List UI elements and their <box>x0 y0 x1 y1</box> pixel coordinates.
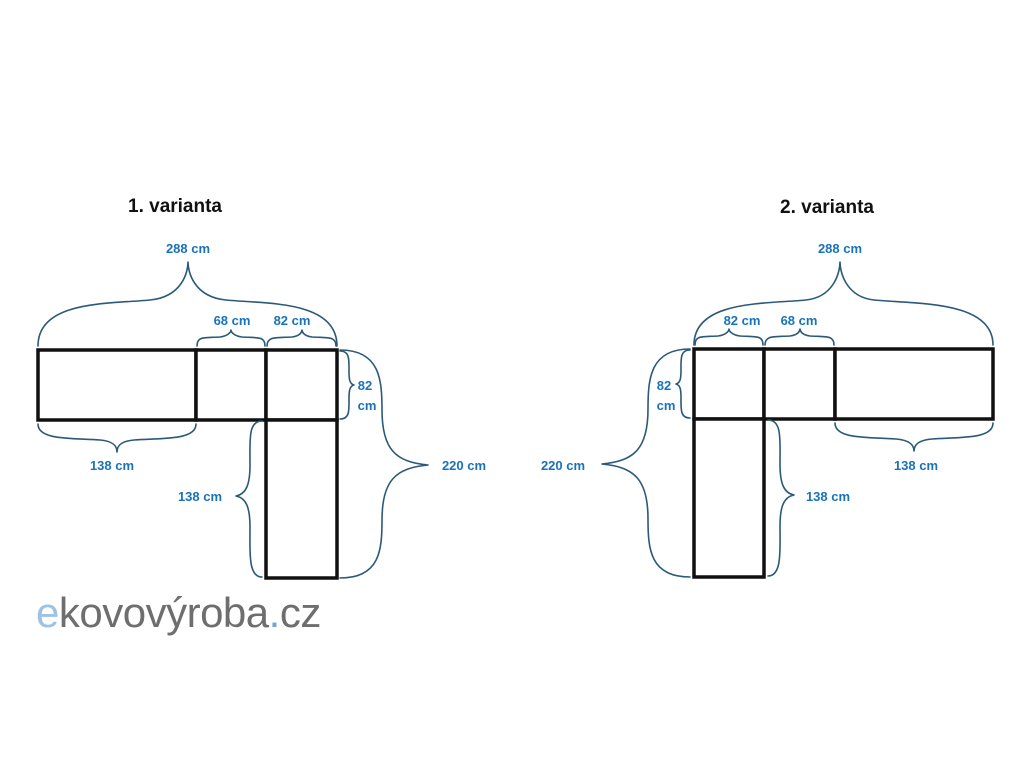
v2-label-total-height: 220 cm <box>541 458 585 473</box>
v1-label-total-height: 220 cm <box>442 458 486 473</box>
v2-module-68 <box>762 347 837 421</box>
v1-label-68: 68 cm <box>214 313 251 328</box>
v2-label-leg-138: 138 cm <box>806 489 850 504</box>
v1-brace-68 <box>196 329 266 347</box>
v2-label-82: 82 cm <box>724 313 761 328</box>
v2-brace-68 <box>764 328 835 346</box>
v1-brace-82 <box>266 329 337 347</box>
v1-module-82 <box>264 348 339 422</box>
v1-brace-depth <box>339 350 355 420</box>
v1-module-68 <box>194 348 268 422</box>
v1-label-depth-unit: cm <box>358 398 377 413</box>
logo-letter-e: e <box>36 589 59 636</box>
v2-label-bottom-138: 138 cm <box>894 458 938 473</box>
variant-2: 2. varianta 288 cm 82 cm 68 cm 82 cm 138… <box>541 197 995 579</box>
v2-brace-total-height <box>601 348 691 578</box>
v2-label-total-width: 288 cm <box>818 241 862 256</box>
v1-brace-total-height <box>339 349 429 579</box>
v2-module-leg <box>692 417 766 579</box>
v2-module-138 <box>833 347 995 421</box>
v2-brace-leg-138 <box>767 419 795 577</box>
v2-brace-total-width <box>693 261 994 346</box>
v1-label-depth-value: 82 <box>358 378 372 393</box>
variant-2-title: 2. varianta <box>780 197 874 218</box>
v2-brace-82 <box>694 328 764 346</box>
v1-module-138 <box>36 348 198 422</box>
v1-label-leg-138: 138 cm <box>178 489 222 504</box>
ekovovyroba-logo: ekovovýroba.cz <box>36 583 396 643</box>
v1-label-bottom-138: 138 cm <box>90 458 134 473</box>
logo-tld: cz <box>279 589 322 636</box>
v1-module-leg <box>264 418 339 580</box>
logo-wordmark: kovovýroba <box>58 589 269 636</box>
v1-label-82: 82 cm <box>274 313 311 328</box>
logo-dot: . <box>268 589 281 636</box>
v2-label-depth-unit: cm <box>657 398 676 413</box>
v1-label-total-width: 288 cm <box>166 241 210 256</box>
v2-label-68: 68 cm <box>781 313 818 328</box>
v2-brace-depth <box>675 349 691 419</box>
variant-1: 1. varianta 288 cm 68 cm 82 cm 82 cm 138… <box>36 196 486 580</box>
v2-brace-bottom-138 <box>834 422 994 452</box>
v2-module-82 <box>692 347 766 421</box>
variant-1-title: 1. varianta <box>128 196 222 217</box>
v2-label-depth-value: 82 <box>657 378 671 393</box>
v1-brace-bottom-138 <box>37 423 197 453</box>
v1-brace-total-width <box>37 261 338 347</box>
v1-brace-leg-138 <box>235 420 263 578</box>
